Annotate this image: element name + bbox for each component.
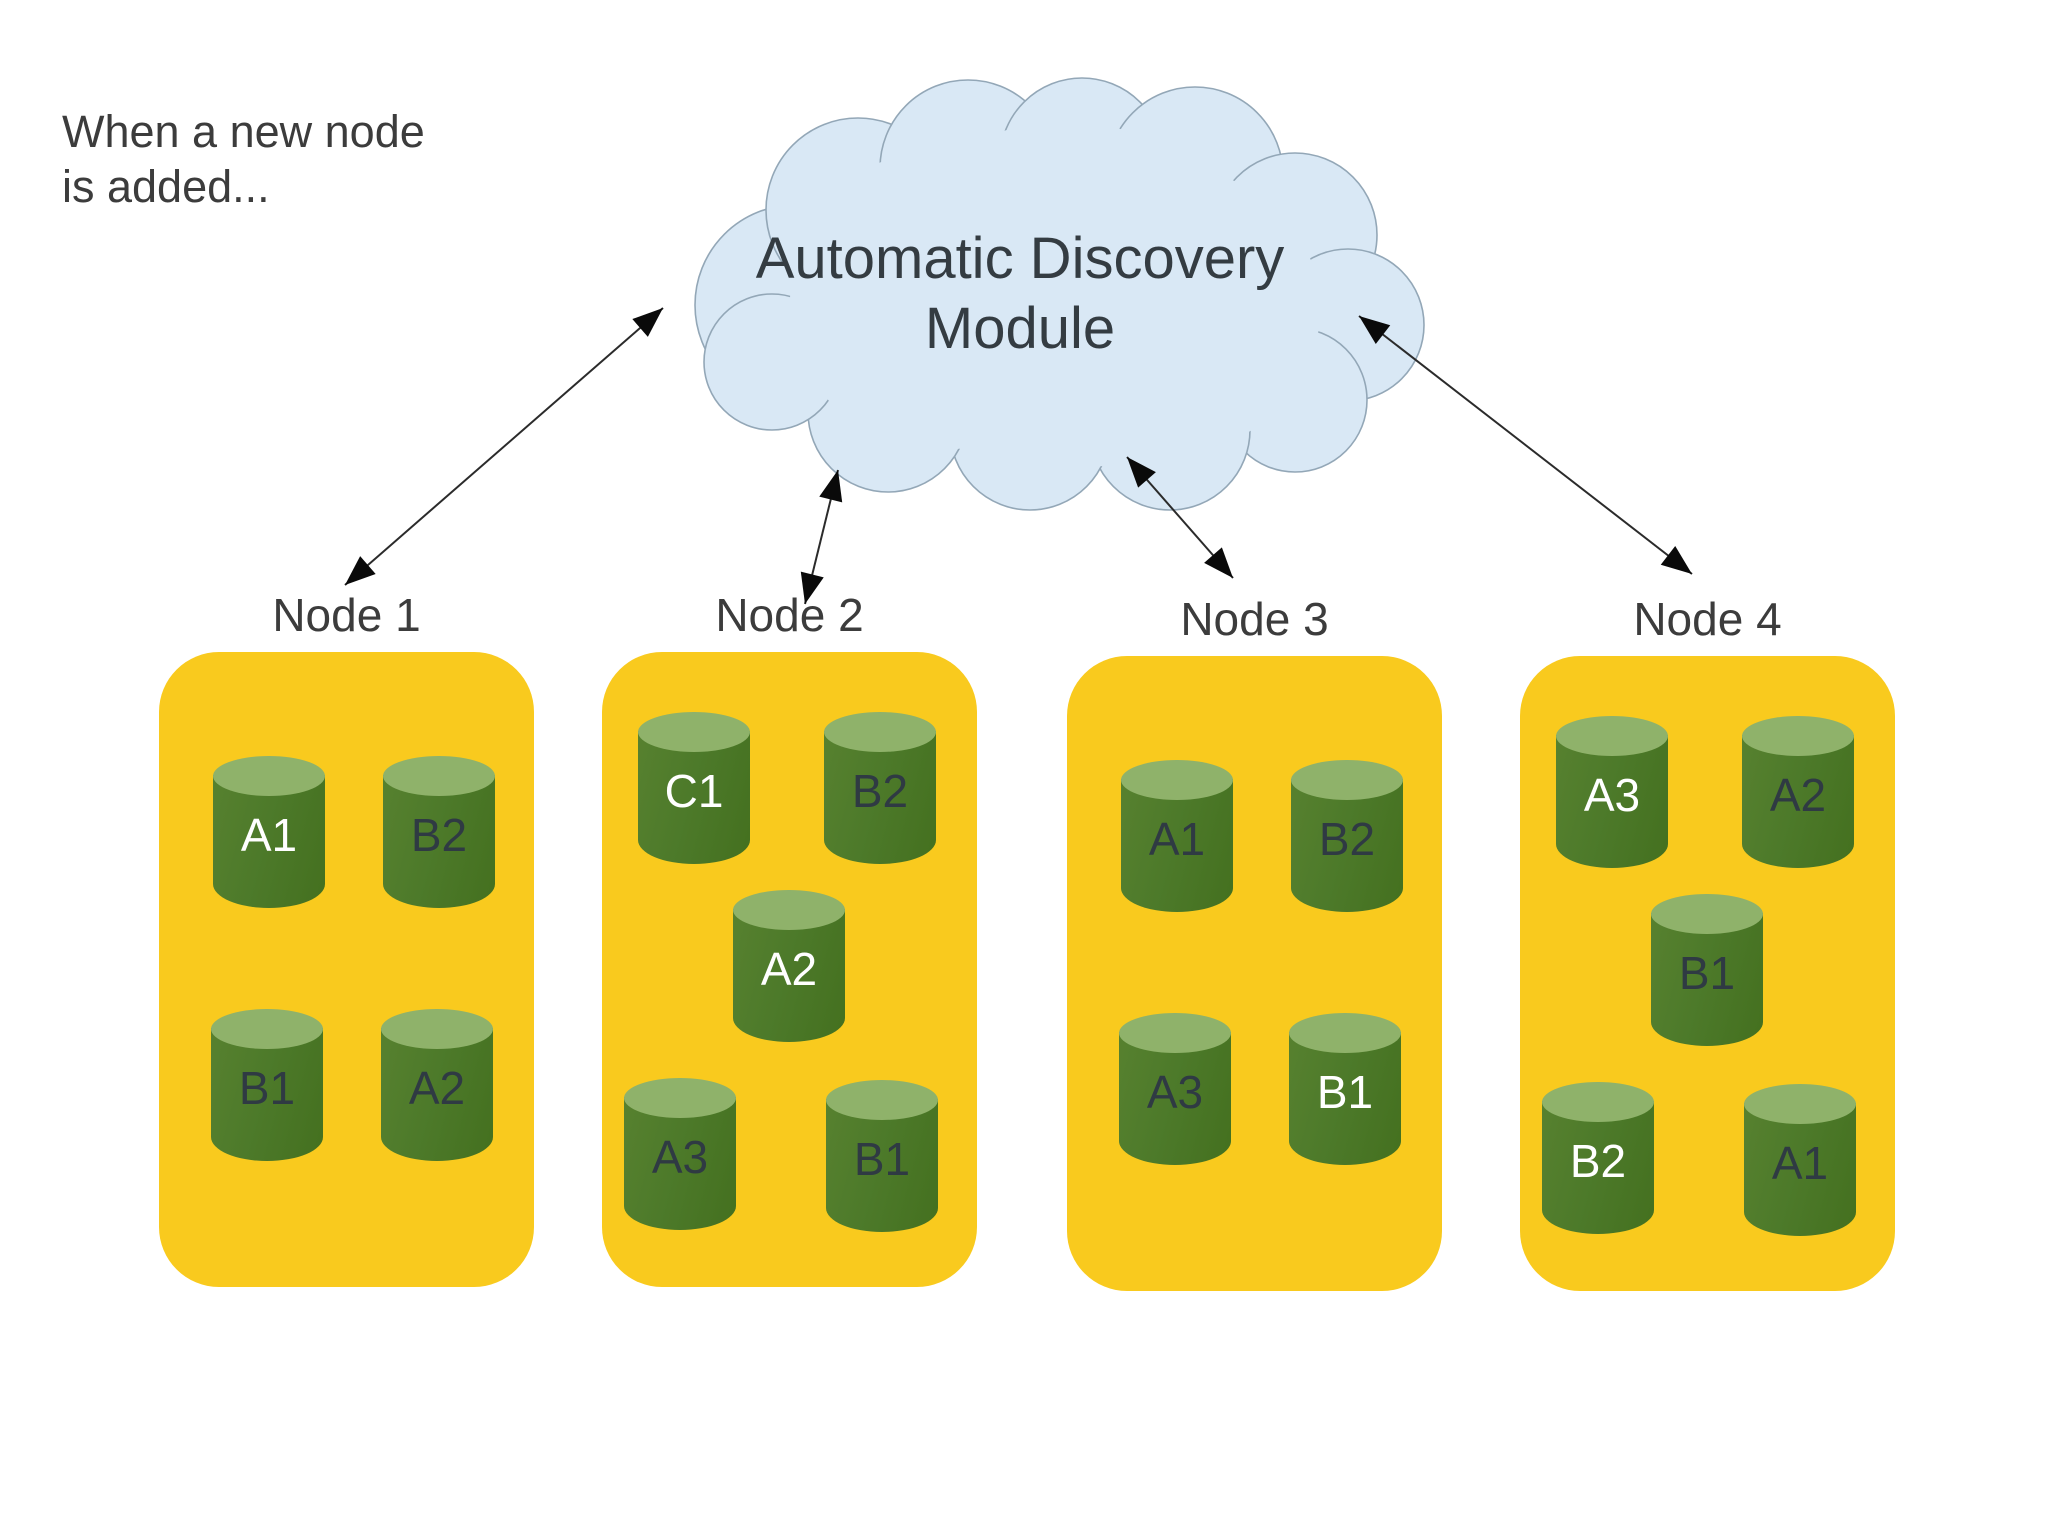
cylinder-top-ellipse (383, 756, 495, 796)
database-cylinder-a1: A1 (213, 756, 325, 908)
cylinder-top-ellipse (1542, 1082, 1654, 1122)
cylinder-top-ellipse (1742, 716, 1854, 756)
cylinder-body (826, 1099, 938, 1232)
cylinder-label: A1 (1148, 813, 1206, 865)
cylinder-body (824, 731, 936, 864)
cylinder-label: A3 (1146, 1066, 1204, 1118)
annotation-line-2: is added... (62, 161, 270, 213)
cylinder-body (1542, 1101, 1654, 1234)
cylinder-top-ellipse (624, 1078, 736, 1118)
database-cylinder-b2: B2 (824, 712, 936, 864)
cylinder-top-ellipse (1119, 1013, 1231, 1053)
cylinder-top-ellipse (213, 756, 325, 796)
cylinder-top-ellipse (638, 712, 750, 752)
cylinder-body (624, 1097, 736, 1230)
cylinder-label: B2 (1318, 813, 1376, 865)
cylinder-label: A2 (1769, 769, 1827, 821)
node-title: Node 1 (272, 589, 421, 641)
cylinder-body (213, 775, 325, 908)
cylinder-body (1119, 1032, 1231, 1165)
database-cylinder-b1: B1 (1651, 894, 1763, 1046)
cylinder-top-ellipse (1744, 1084, 1856, 1124)
annotation-text: When a new node is added... (62, 104, 425, 215)
node-4: Node 4 A3 A2 B1 B2 A1 (1520, 593, 1895, 1291)
cylinder-body (1289, 1032, 1401, 1165)
cylinder-top-ellipse (824, 712, 936, 752)
cylinder-top-ellipse (1121, 760, 1233, 800)
database-cylinder-b2: B2 (1291, 760, 1403, 912)
database-cylinder-a2: A2 (381, 1009, 493, 1161)
cylinder-label: A1 (1771, 1137, 1829, 1189)
arrow-cloud-node2 (800, 469, 843, 605)
cylinder-label: A2 (408, 1062, 466, 1114)
database-cylinder-b2: B2 (1542, 1082, 1654, 1234)
cylinder-label: C1 (664, 765, 724, 817)
cylinder-body (211, 1028, 323, 1161)
cylinder-top-ellipse (1291, 760, 1403, 800)
database-cylinder-c1: C1 (638, 712, 750, 864)
database-cylinder-a1: A1 (1121, 760, 1233, 912)
arrow-cloud-node4 (1358, 315, 1693, 575)
cylinder-top-ellipse (1556, 716, 1668, 756)
node-2: Node 2 C1 B2 A2 A3 B1 (602, 589, 977, 1287)
cylinder-label: A3 (1583, 769, 1641, 821)
cylinder-label: B2 (1569, 1135, 1627, 1187)
cylinder-label: A2 (760, 943, 818, 995)
node-3: Node 3 A1 B2 A3 B1 (1067, 593, 1442, 1291)
node-title: Node 3 (1180, 593, 1329, 645)
cylinder-top-ellipse (733, 890, 845, 930)
cylinder-label: B1 (238, 1062, 296, 1114)
cloud-label-line-2: Module (924, 296, 1116, 361)
cylinder-label: B2 (410, 809, 468, 861)
node-container (1067, 656, 1442, 1291)
cylinder-body (1651, 913, 1763, 1046)
cylinder-body (1291, 779, 1403, 912)
annotation-line-1: When a new node (62, 106, 425, 157)
cylinder-body (1742, 735, 1854, 868)
cylinder-body (1744, 1103, 1856, 1236)
database-cylinder-a3: A3 (624, 1078, 736, 1230)
cylinder-top-ellipse (1651, 894, 1763, 934)
arrow-cloud-node3 (1126, 456, 1234, 579)
cylinder-label: B2 (851, 765, 909, 817)
cylinder-label: B1 (853, 1133, 911, 1185)
cylinder-body (1121, 779, 1233, 912)
cylinder-label: A1 (240, 809, 298, 861)
cylinder-top-ellipse (826, 1080, 938, 1120)
cloud-label: Automatic Discovery Module (690, 224, 1350, 364)
database-cylinder-b1: B1 (211, 1009, 323, 1161)
cloud-label-line-1: Automatic Discovery (755, 226, 1285, 291)
cylinder-body (381, 1028, 493, 1161)
database-cylinder-a3: A3 (1119, 1013, 1231, 1165)
database-cylinder-a2: A2 (733, 890, 845, 1042)
database-cylinder-b1: B1 (1289, 1013, 1401, 1165)
node-1: Node 1 A1 B2 B1 A2 (159, 589, 534, 1287)
cylinder-body (733, 909, 845, 1042)
cylinder-body (1556, 735, 1668, 868)
database-cylinder-b2: B2 (383, 756, 495, 908)
cylinder-label: B1 (1316, 1066, 1374, 1118)
cylinder-top-ellipse (381, 1009, 493, 1049)
cylinder-body (383, 775, 495, 908)
cylinder-label: B1 (1678, 947, 1736, 999)
cylinder-label: A3 (651, 1131, 709, 1183)
node-title: Node 4 (1633, 593, 1782, 645)
cloud-center (790, 120, 1320, 470)
database-cylinder-b1: B1 (826, 1080, 938, 1232)
cylinder-top-ellipse (1289, 1013, 1401, 1053)
database-cylinder-a2: A2 (1742, 716, 1854, 868)
cylinder-top-ellipse (211, 1009, 323, 1049)
node-container (159, 652, 534, 1287)
database-cylinder-a1: A1 (1744, 1084, 1856, 1236)
node-title: Node 2 (715, 589, 864, 641)
database-cylinder-a3: A3 (1556, 716, 1668, 868)
arrow-cloud-node1 (344, 307, 664, 586)
cylinder-body (638, 731, 750, 864)
